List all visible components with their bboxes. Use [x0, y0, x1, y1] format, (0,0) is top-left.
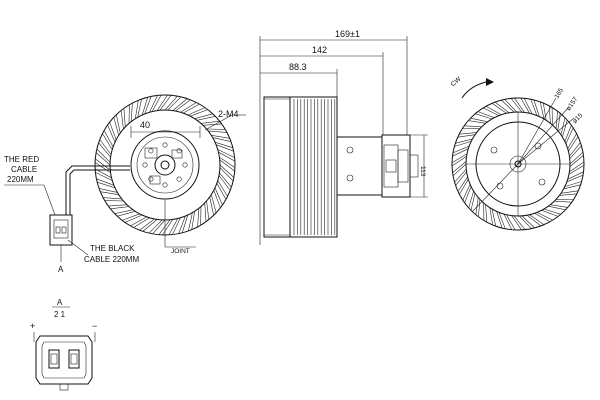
red-cable-line2: CABLE: [11, 165, 37, 174]
connector-plug: A: [49, 214, 73, 274]
dim-165-label: 165: [553, 87, 565, 100]
height-label: 113: [419, 166, 426, 177]
connector-detail: A 2 1 + −: [30, 298, 97, 391]
dim-40-label: 40: [140, 120, 150, 130]
minus-sign: −: [92, 321, 97, 331]
plus-sign: +: [30, 321, 35, 331]
length-88-dimension: 88.3: [260, 62, 338, 98]
black-cable-line1: THE BLACK: [90, 244, 135, 253]
dimension-40: 40: [130, 120, 201, 138]
side-view: 169±1 142 88.3: [259, 29, 428, 245]
length-142-dimension: 142: [260, 45, 384, 135]
connector-pins: 2 1: [54, 310, 66, 319]
overall-length-label: 169±1: [335, 29, 360, 39]
motor-housing-side: [263, 96, 419, 238]
length-142-label: 142: [312, 45, 327, 55]
red-cable-callout: THE RED CABLE 220MM: [4, 155, 56, 216]
rotation-label: CW: [450, 75, 463, 88]
connector-ref: A: [57, 298, 63, 307]
front-view: 40 2-M4 JOINT A THE RED CABLE: [4, 94, 246, 274]
rear-view: CW 165 ø157 ø15: [450, 75, 585, 231]
joint-label: JOINT: [171, 248, 190, 255]
dim-15-label: ø15: [571, 112, 584, 125]
rotation-indicator: CW: [450, 75, 494, 99]
screw-label: 2-M4: [218, 109, 239, 119]
length-88-label: 88.3: [289, 62, 307, 72]
overall-length-dimension: 169±1: [260, 29, 408, 135]
red-cable-line1: THE RED: [4, 155, 39, 164]
screw-callout: 2-M4: [204, 109, 246, 131]
black-cable-line2: CABLE 220MM: [84, 255, 139, 264]
dim-157-label: ø157: [565, 96, 579, 112]
height-dimension: 113: [410, 134, 428, 198]
black-cable-callout: THE BLACK CABLE 220MM: [67, 239, 139, 264]
fan-wheel-front: [94, 94, 236, 236]
joint-callout: JOINT: [164, 200, 196, 255]
ref-a-label: A: [58, 265, 64, 274]
red-cable-line3: 220MM: [7, 175, 34, 184]
